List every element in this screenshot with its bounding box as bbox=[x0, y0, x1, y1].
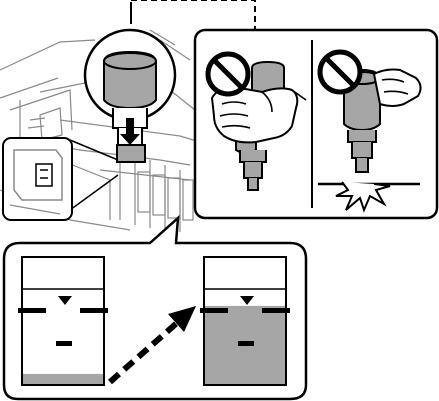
lower-line-marker bbox=[238, 341, 254, 346]
dont-squeeze-bottle bbox=[205, 51, 307, 191]
prohibited-icon bbox=[317, 49, 363, 95]
lower-line-marker bbox=[56, 341, 72, 346]
prohibited-icon bbox=[205, 51, 251, 97]
dashed-leader-line bbox=[130, 0, 256, 32]
impact-burst-icon bbox=[318, 181, 420, 213]
ink-fill bbox=[23, 373, 103, 384]
upper-line-marker-icon bbox=[18, 296, 108, 313]
printer-ink-tanks bbox=[137, 171, 194, 221]
upper-line-marker-icon bbox=[200, 296, 290, 313]
ink-level-after bbox=[200, 256, 290, 386]
dont-strike-bottle bbox=[317, 49, 422, 213]
hand-icon bbox=[210, 86, 307, 144]
down-arrow-icon bbox=[120, 118, 140, 145]
progress-arrow-icon bbox=[108, 306, 196, 385]
ink-level-before bbox=[18, 256, 108, 386]
detail-inset-box bbox=[2, 137, 119, 221]
hand-icon bbox=[372, 68, 422, 107]
